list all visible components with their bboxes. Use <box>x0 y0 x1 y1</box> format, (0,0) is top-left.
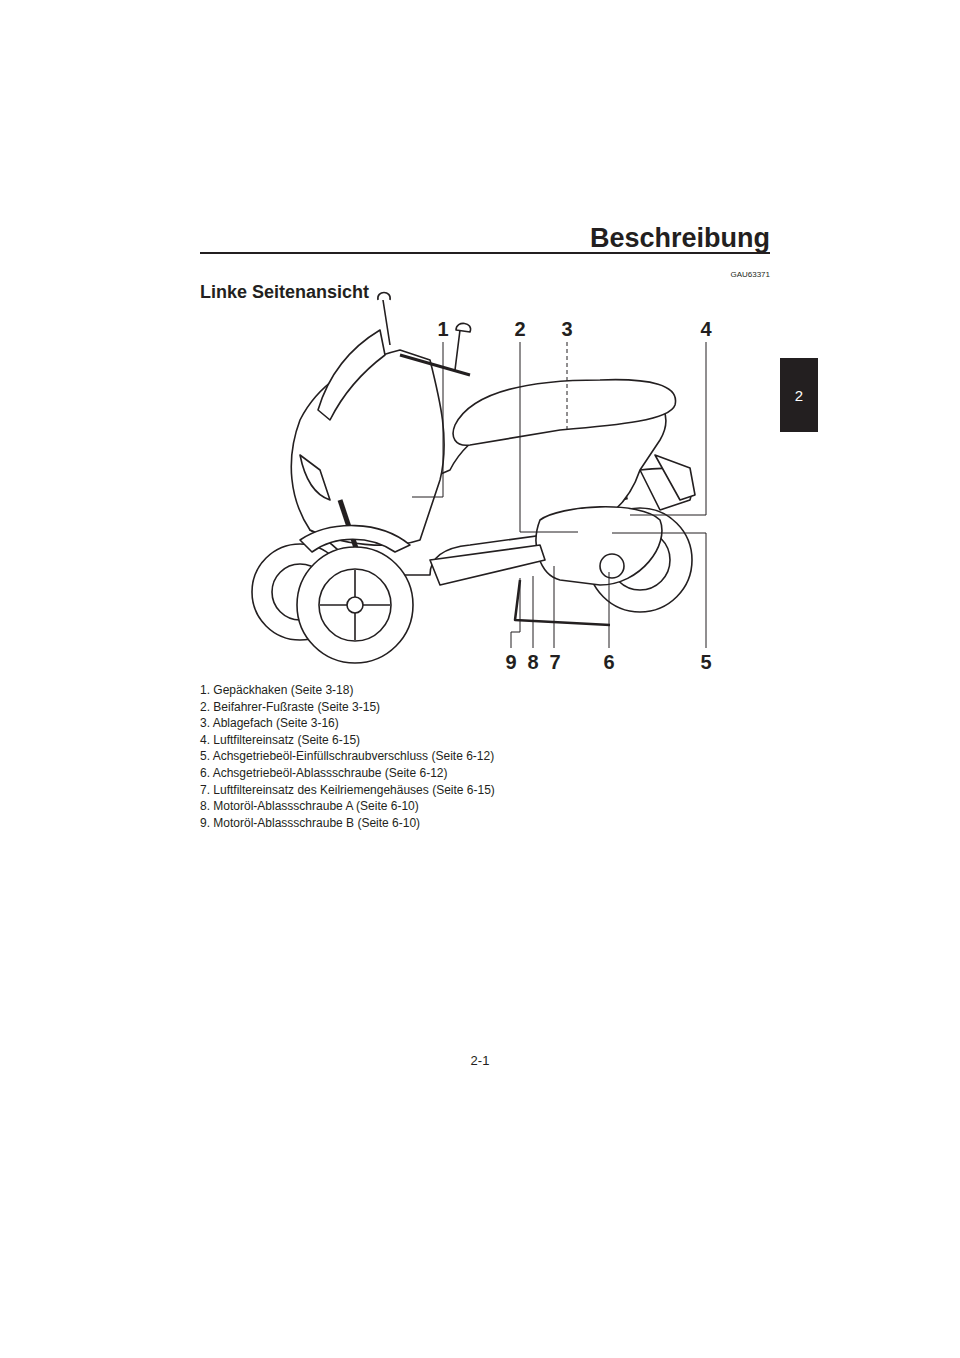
legend-item: 2. Beifahrer-Fußraste (Seite 3-15) <box>200 700 380 714</box>
legend-item: 9. Motoröl-Ablassschraube B (Seite 6-10) <box>200 816 420 830</box>
legend-item: 4. Luftfiltereinsatz (Seite 6-15) <box>200 733 360 747</box>
tab-number: 2 <box>795 387 803 404</box>
legend-item: 5. Achsgetriebeöl-Einfüllschraubverschlu… <box>200 749 494 763</box>
page-number: 2-1 <box>471 1053 490 1069</box>
reference-code: GAU63371 <box>730 270 770 280</box>
callout-number: 3 <box>561 317 572 341</box>
callout-number: 5 <box>700 650 711 674</box>
page-title: Beschreibung <box>590 222 770 254</box>
callout-number: 8 <box>527 650 538 674</box>
callout-number: 2 <box>514 317 525 341</box>
scooter-drawing <box>252 293 695 664</box>
legend-item: 7. Luftfiltereinsatz des Keilriemengehäu… <box>200 783 495 797</box>
legend-item: 8. Motoröl-Ablassschraube A (Seite 6-10) <box>200 799 419 813</box>
legend-item: 3. Ablagefach (Seite 3-16) <box>200 716 339 730</box>
callout-number: 9 <box>505 650 516 674</box>
callout-number: 4 <box>700 317 711 341</box>
callout-number: 6 <box>603 650 614 674</box>
chapter-tab: 2 <box>780 358 818 432</box>
callout-number: 7 <box>549 650 560 674</box>
leader-lines <box>412 342 706 648</box>
legend-item: 1. Gepäckhaken (Seite 3-18) <box>200 683 353 697</box>
legend-item: 6. Achsgetriebeöl-Ablassschraube (Seite … <box>200 766 447 780</box>
section-heading: Linke Seitenansicht <box>200 282 369 304</box>
callout-number: 1 <box>437 317 448 341</box>
